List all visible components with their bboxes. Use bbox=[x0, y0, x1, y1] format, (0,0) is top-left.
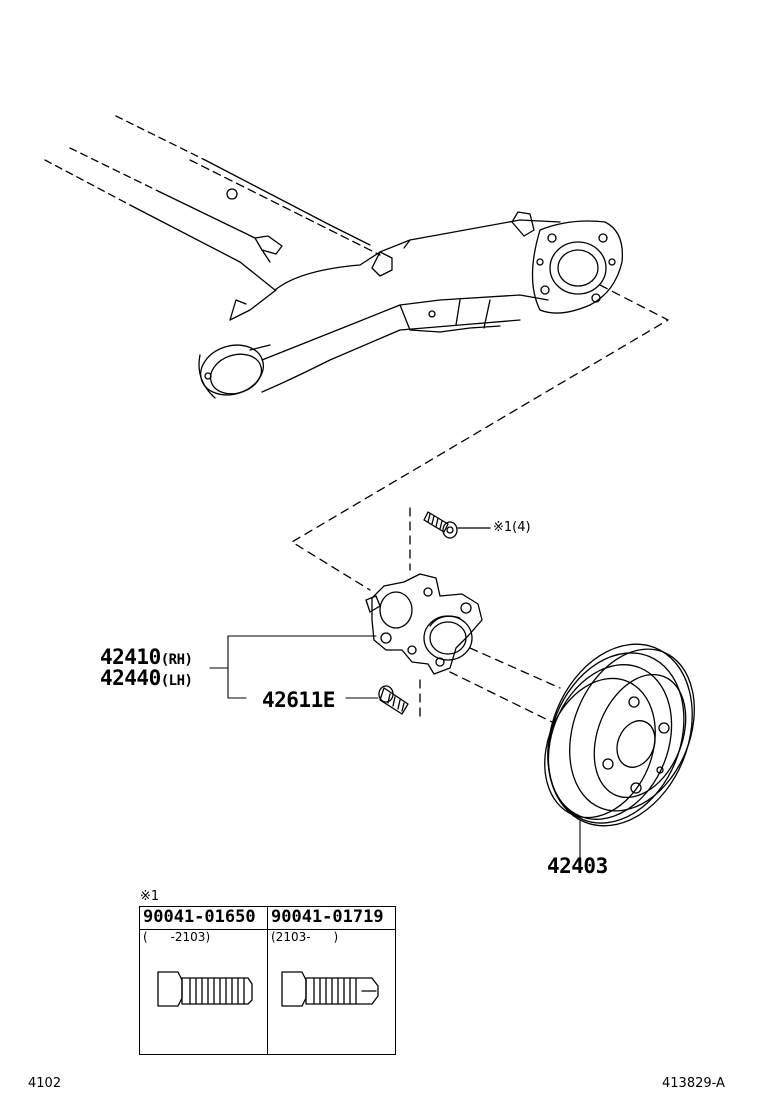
table-marker: ※1 bbox=[140, 889, 160, 904]
parts-table: 90041-01650 90041-01719 ( -2103) (2103- … bbox=[139, 906, 396, 1055]
assembly-guide-lines bbox=[291, 284, 669, 723]
table-bolt-cell-2 bbox=[267, 950, 396, 1055]
footer-illustration-code: 413829-A bbox=[662, 1076, 725, 1091]
table-range-1: ( -2103) bbox=[139, 929, 268, 950]
bolt-part-number: 42611E bbox=[262, 688, 335, 712]
rear-axle-beam bbox=[44, 115, 624, 399]
drum-part-number: 42403 bbox=[547, 854, 608, 878]
axle-hub-bearing bbox=[365, 573, 483, 675]
footer-page-code: 4102 bbox=[28, 1076, 62, 1091]
hub-rh-side: (RH) bbox=[160, 652, 193, 668]
hub-rh-part-number: 42410(RH) bbox=[100, 645, 193, 669]
hub-bolt-lower bbox=[378, 685, 409, 715]
table-part-number-1: 90041-01650 bbox=[139, 906, 268, 930]
hub-lh-part-number: 42440(LH) bbox=[100, 666, 193, 690]
leader-lines bbox=[209, 635, 581, 859]
table-bolt-cell-1 bbox=[139, 950, 268, 1055]
brake-drum bbox=[544, 643, 695, 827]
screw-callout: ※1(4) bbox=[493, 520, 531, 535]
hub-lh-side: (LH) bbox=[160, 673, 193, 689]
table-part-number-2: 90041-01719 bbox=[267, 906, 396, 930]
table-range-2: (2103- ) bbox=[267, 929, 396, 950]
hub-screw-top bbox=[423, 511, 491, 539]
